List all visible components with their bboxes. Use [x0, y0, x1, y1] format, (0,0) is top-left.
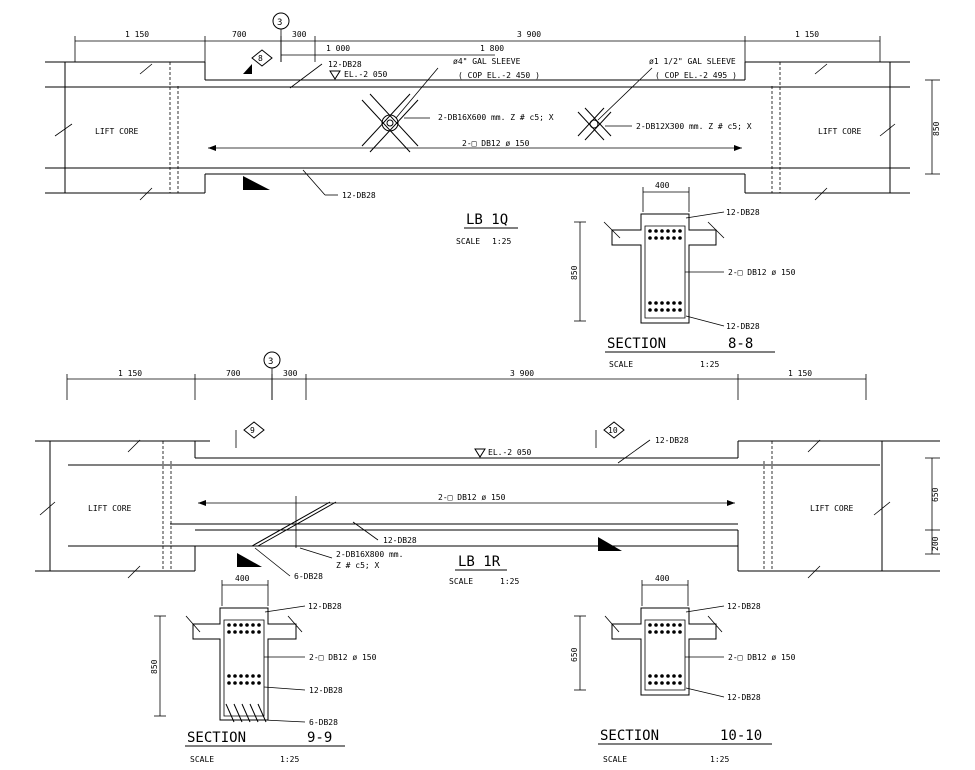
lb1r-bottom-bar: 6-DB28 — [294, 572, 323, 581]
lb1r-dim-700: 700 — [226, 369, 241, 378]
s1010-scale-label: SCALE — [603, 755, 627, 764]
section-tag-icon — [243, 421, 265, 439]
lb1r-mid-bar: 12-DB28 — [383, 536, 417, 545]
s1010-width: 400 — [655, 574, 670, 583]
lb1q-xbar1: 2-DB16X600 mm. Z # c5; X — [438, 113, 554, 122]
section-arrow-icon — [237, 553, 262, 567]
lb1q-dim-1800: 1 800 — [480, 44, 504, 53]
s88-top-bars — [648, 229, 682, 240]
lb1q-dim-700: 700 — [232, 30, 247, 39]
section-10-10: 400 12-DB28 2-□ DB12 ø 150 12-DB28 650 S… — [570, 574, 796, 764]
lb1r-top-bar: 12-DB28 — [655, 436, 689, 445]
lb1r-stirrup: 2-□ DB12 ø 150 — [438, 493, 506, 502]
lb1q-dim-height: 850 — [932, 121, 941, 136]
lb1q-xbar2: 2-DB12X300 mm. Z # c5; X — [636, 122, 752, 131]
s99-bottom-bars — [225, 703, 267, 723]
lb1q-dim-1000: 1 000 — [326, 44, 350, 53]
s88-width: 400 — [655, 181, 670, 190]
s99-width: 400 — [235, 574, 250, 583]
s99-scale-label: SCALE — [190, 755, 214, 764]
elevation-marker-icon — [474, 448, 486, 458]
lb1q-sleeve2-b: ( COP EL.-2 495 ) — [655, 71, 737, 80]
lb1q-dim-3900: 3 900 — [517, 30, 541, 39]
section-arrow-icon — [598, 537, 622, 551]
lb1q-scale-label: SCALE — [456, 237, 480, 246]
s1010-bottom-bars — [648, 674, 682, 685]
section-8-8: 400 12-DB28 2-□ DB12 ø 150 12-DB28 850 S… — [570, 181, 796, 369]
lb1r-dim-1150-right: 1 150 — [788, 369, 812, 378]
lb1q-lift-core-left: LIFT CORE — [95, 127, 139, 136]
lb1r-elevation: 1 150 700 300 3 900 1 150 3 9 10 — [35, 351, 940, 586]
section-tag-icon — [251, 49, 273, 67]
lb1q-top-bar: 12-DB28 — [328, 60, 362, 69]
s88-number: 8-8 — [728, 336, 753, 352]
s1010-number: 10-10 — [720, 728, 762, 744]
lb1r-lift-core-right: LIFT CORE — [810, 504, 854, 513]
lb1q-dim-300: 300 — [292, 30, 307, 39]
lb1r-xbar-b: Z # c5; X — [336, 561, 380, 570]
lb1r-tag9: 9 — [250, 426, 255, 435]
s88-stirrup: 2-□ DB12 ø 150 — [728, 268, 796, 277]
section-9-9: 400 12-DB28 2-□ DB12 ø 150 12-DB28 6-DB2… — [150, 574, 377, 764]
lb1q-stirrup-label: 2-□ DB12 ø 150 — [462, 139, 530, 148]
s99-mid-bars — [227, 674, 261, 685]
s88-height: 850 — [570, 265, 579, 280]
elevation-marker-icon — [329, 70, 341, 80]
sleeve-1 — [361, 67, 439, 153]
section-tag-icon — [603, 421, 625, 439]
s88-title: SECTION — [607, 336, 666, 352]
s99-title: SECTION — [187, 730, 246, 746]
lb1r-dim-1150-left: 1 150 — [118, 369, 142, 378]
lb1r-title: LB 1R — [458, 554, 501, 570]
lb1r-elevation: EL.-2 050 — [488, 448, 532, 457]
lb1q-grid-label: 3 — [277, 18, 282, 28]
lb1r-tag10: 10 — [608, 426, 618, 435]
lb1q-elevation: 1 150 700 300 3 900 1 150 1 000 1 800 3 … — [45, 12, 941, 246]
lb1r-lift-core-left: LIFT CORE — [88, 504, 132, 513]
lb1q-dim-1150-left: 1 150 — [125, 30, 149, 39]
lb1q-elevation: EL.-2 050 — [344, 70, 388, 79]
s88-bottom-bar: 12-DB28 — [726, 322, 760, 331]
sleeve-2 — [577, 67, 653, 141]
s1010-scale-value: 1:25 — [710, 755, 729, 764]
lb1q-lift-core-right: LIFT CORE — [818, 127, 862, 136]
lb1r-dim-300: 300 — [283, 369, 298, 378]
s99-stirrup: 2-□ DB12 ø 150 — [309, 653, 377, 662]
s88-top-bar: 12-DB28 — [726, 208, 760, 217]
lb1q-bottom-bar: 12-DB28 — [342, 191, 376, 200]
lb1q-sleeve1-b: ( COP EL.-2 450 ) — [458, 71, 540, 80]
s99-bottom-bar: 6-DB28 — [309, 718, 338, 727]
s88-bottom-bars — [648, 301, 682, 312]
s1010-bottom-bar: 12-DB28 — [727, 693, 761, 702]
section-arrow-icon — [243, 64, 252, 74]
lb1q-dim-1150-right: 1 150 — [795, 30, 819, 39]
lb1r-grid-label: 3 — [268, 357, 273, 367]
lb1q-title: LB 1Q — [466, 212, 508, 228]
lb1q-scale-value: 1:25 — [492, 237, 511, 246]
s99-number: 9-9 — [307, 730, 332, 746]
s1010-height: 650 — [570, 647, 579, 662]
lb1r-dim-200: 200 — [931, 536, 940, 551]
lb1r-dim-650: 650 — [931, 487, 940, 502]
section-arrow-icon — [243, 176, 270, 190]
s1010-stirrup: 2-□ DB12 ø 150 — [728, 653, 796, 662]
lb1q-section-tag: 8 — [258, 54, 263, 63]
s99-top-bars — [227, 623, 261, 634]
s99-top-bar: 12-DB28 — [308, 602, 342, 611]
s1010-top-bars — [648, 623, 682, 634]
s88-scale-value: 1:25 — [700, 360, 719, 369]
lb1q-sleeve1-a: ø4" GAL SLEEVE — [453, 57, 521, 66]
lb1r-dim-3900: 3 900 — [510, 369, 534, 378]
lb1q-sleeve2-a: ø1 1/2" GAL SLEEVE — [649, 57, 736, 66]
s99-height: 850 — [150, 659, 159, 674]
lb1r-scale-label: SCALE — [449, 577, 473, 586]
s88-scale-label: SCALE — [609, 360, 633, 369]
s1010-title: SECTION — [600, 728, 659, 744]
s1010-top-bar: 12-DB28 — [727, 602, 761, 611]
s99-scale-value: 1:25 — [280, 755, 299, 764]
lb1r-scale-value: 1:25 — [500, 577, 519, 586]
lb1r-xbar-a: 2-DB16X800 mm. — [336, 550, 403, 559]
s99-mid-bar: 12-DB28 — [309, 686, 343, 695]
